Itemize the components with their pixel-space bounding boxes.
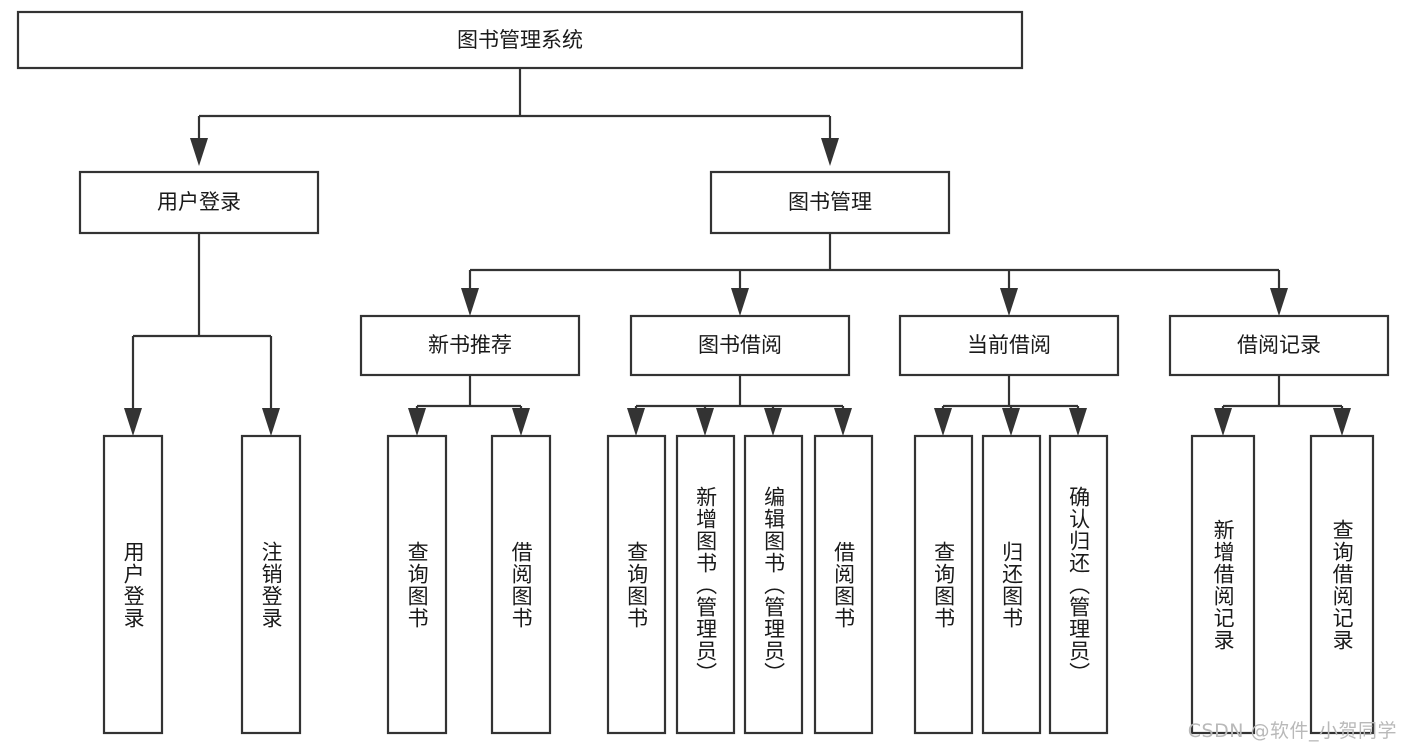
connector-bookborrow-to-leaves [627,375,852,436]
node-user-login-label: 用户登录 [157,190,241,214]
arrow-head-borrowrecord-leaf-1 [1333,408,1351,436]
node-root-box[interactable] [16,10,1024,70]
arrow-head-currentborrow-leaf-2 [1069,408,1087,436]
connector-root-to-level2 [190,68,839,166]
node-leaf-record-query-box[interactable] [1309,434,1375,735]
node-leaf-record-add-box[interactable] [1190,434,1256,735]
arrow-head-level3-3 [1270,288,1288,316]
arrow-head-bookborrow-leaf-0 [627,408,645,436]
arrow-head-level3-2 [1000,288,1018,316]
arrow-head-borrowrecord-leaf-0 [1214,408,1232,436]
arrow-head-bookborrow-leaf-2 [764,408,782,436]
node-leaf-borrow-edit-box[interactable] [743,434,804,735]
node-leaf-newbook-query-box[interactable] [386,434,448,735]
node-leaf-borrow-lend-box[interactable] [813,434,874,735]
arrow-head-book-manage [821,138,839,166]
node-leaf-current-query-box[interactable] [913,434,974,735]
node-book-manage-box[interactable] [709,170,951,235]
arrow-head-level3-1 [731,288,749,316]
arrow-head-userlogin-leaf-1 [262,408,280,436]
connector-newbook-to-leaves [408,375,530,436]
connector-currentborrow-to-leaves [934,375,1087,436]
node-current-borrow-label: 当前借阅 [967,333,1051,357]
node-borrow-record-box[interactable] [1168,314,1390,377]
arrow-head-bookborrow-leaf-1 [696,408,714,436]
connector-userlogin-to-leaves [124,233,280,436]
node-new-book-box[interactable] [359,314,581,377]
node-user-login-box[interactable] [78,170,320,235]
node-leaf-newbook-borrow-box[interactable] [490,434,552,735]
node-current-borrow-box[interactable] [898,314,1120,377]
node-leaf-borrow-query-box[interactable] [606,434,667,735]
node-root-label: 图书管理系统 [457,28,583,52]
arrow-head-userlogin-leaf-0 [124,408,142,436]
arrow-head-bookborrow-leaf-3 [834,408,852,436]
arrow-head-level3-0 [461,288,479,316]
arrow-head-newbook-leaf-0 [408,408,426,436]
node-borrow-record-label: 借阅记录 [1237,333,1321,357]
node-book-borrow-label: 图书借阅 [698,333,782,357]
node-book-manage-label: 图书管理 [788,190,872,214]
connector-borrowrecord-to-leaves [1214,375,1351,436]
watermark-text: CSDN @软件_小贺同学 [1187,720,1397,742]
arrow-head-currentborrow-leaf-0 [934,408,952,436]
arrow-head-user-login [190,138,208,166]
arrow-head-newbook-leaf-1 [512,408,530,436]
node-leaf-borrow-add-box[interactable] [675,434,736,735]
node-leaf-current-return-box[interactable] [981,434,1042,735]
node-new-book-label: 新书推荐 [428,333,512,357]
node-leaf-current-confirm-box[interactable] [1048,434,1109,735]
node-leaf-logout-box[interactable] [240,434,302,735]
connector-bookmanage-to-level3 [461,233,1288,316]
node-leaf-user-login-box[interactable] [102,434,164,735]
node-book-borrow-box[interactable] [629,314,851,377]
arrow-head-currentborrow-leaf-1 [1002,408,1020,436]
